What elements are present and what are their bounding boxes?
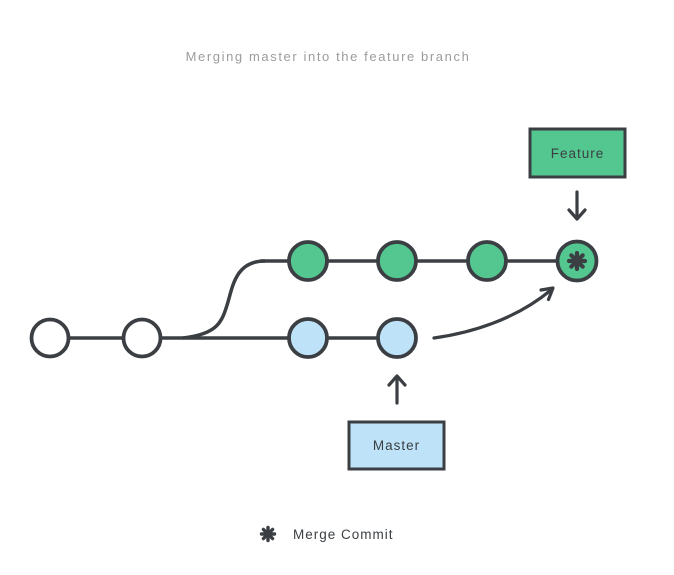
branch-fork-curve [182,259,266,340]
merge-commit-icon [259,525,277,543]
feature-commit-node [376,240,418,282]
trunk-commit-node [121,317,163,359]
arrow-down-icon [567,190,587,221]
master-label-box [347,420,446,471]
arrow-up-icon [387,374,407,405]
merge-arrow-curve [432,288,553,340]
feature-commit-node [287,240,329,282]
merge-commit-node [555,239,599,283]
feature-label-group: Feature [528,127,627,221]
legend-label: Merge Commit [293,527,394,542]
master-commit-node [376,317,418,359]
master-label-group: Master [347,374,446,471]
feature-label-box [528,127,627,179]
master-label: Master [373,438,420,453]
diagram-title: Merging master into the feature branch [186,49,471,64]
trunk-commit-node [29,317,71,359]
feature-label: Feature [551,146,605,161]
feature-commit-node [466,240,508,282]
merge-arrow-head [539,286,555,302]
merge-commit-asterisk-icon [566,250,588,272]
legend: Merge Commit [259,525,394,543]
master-commit-node [287,317,329,359]
merge-arrow-icon [432,286,555,340]
